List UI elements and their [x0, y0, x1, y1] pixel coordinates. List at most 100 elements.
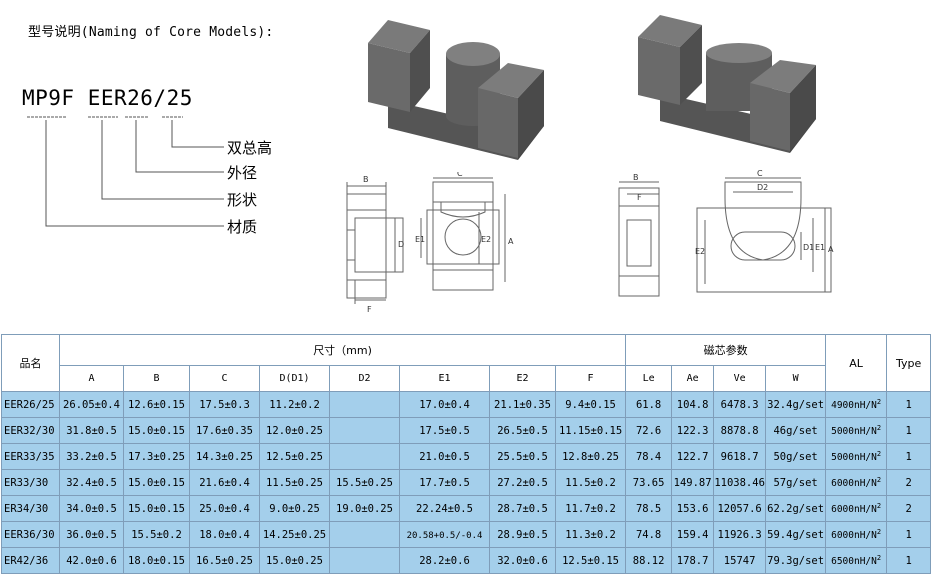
cell-d: 14.25±0.25	[259, 521, 330, 548]
cell-d: 15.0±0.25	[259, 547, 330, 574]
cell-e2: 28.9±0.5	[489, 521, 556, 548]
dim-label-e2: E2	[481, 235, 491, 244]
dim-label-a: A	[508, 237, 514, 246]
cell-type: 1	[886, 547, 931, 574]
cell-e1: 21.0±0.5	[399, 443, 490, 470]
column-header-e1: E1	[399, 365, 490, 392]
cell-d2: 15.5±0.25	[329, 469, 400, 496]
naming-label-height: 双总高	[227, 139, 273, 157]
cell-e2: 21.1±0.35	[489, 391, 556, 418]
cell-ae: 122.7	[671, 443, 715, 470]
column-header-b: B	[123, 365, 190, 392]
cell-e2: 26.5±0.5	[489, 417, 556, 444]
column-header-le: Le	[625, 365, 673, 392]
cell-type: 1	[886, 391, 931, 418]
cell-b: 15.0±0.15	[123, 469, 190, 496]
cell-w: 57g/set	[765, 469, 827, 496]
cell-le: 74.8	[625, 521, 673, 548]
cell-w: 62.2g/set	[765, 495, 827, 522]
cell-c: 17.5±0.3	[189, 391, 260, 418]
cell-e2: 25.5±0.5	[489, 443, 556, 470]
cell-a: 31.8±0.5	[59, 417, 124, 444]
cell-e2: 27.2±0.5	[489, 469, 556, 496]
cell-b: 17.3±0.25	[123, 443, 190, 470]
cell-f: 11.15±0.15	[554, 417, 627, 444]
cell-al: 4900nH/N2	[825, 391, 888, 418]
cell-al: 6000nH/N2	[825, 495, 888, 522]
cell-e2: 28.7±0.5	[489, 495, 556, 522]
cell-e1: 22.24±0.5	[399, 495, 490, 522]
cell-a: 42.0±0.6	[59, 547, 124, 574]
cell-e1: 28.2±0.6	[399, 547, 490, 574]
cell-a: 34.0±0.5	[59, 495, 124, 522]
cell-ve: 12057.6	[713, 495, 767, 522]
cell-a: 32.4±0.5	[59, 469, 124, 496]
cell-d2	[329, 547, 400, 574]
dim-label-e1: E1	[415, 235, 425, 244]
cell-type: 1	[886, 417, 931, 444]
cell-name: EER32/30	[1, 417, 60, 444]
cell-d: 12.0±0.25	[259, 417, 330, 444]
dimension-drawing-round: B F D C E1 E2 A	[346, 172, 514, 314]
cell-ve: 6478.3	[713, 391, 767, 418]
cell-name: EER26/25	[1, 391, 60, 418]
cell-e2: 32.0±0.6	[489, 547, 556, 574]
column-header-ae: Ae	[671, 365, 715, 392]
cell-al: 6000nH/N2	[825, 521, 888, 548]
cell-le: 73.65	[625, 469, 673, 496]
column-header-w: W	[765, 365, 827, 392]
cell-ae: 159.4	[671, 521, 715, 548]
dim-label-d: D	[398, 240, 404, 249]
dim-label-c-right: C	[757, 169, 763, 178]
cell-d2	[329, 391, 400, 418]
cell-ve: 11038.46	[713, 469, 767, 496]
cell-le: 88.12	[625, 547, 673, 574]
dim-label-e2-right: E2	[695, 247, 705, 256]
cell-e1: 17.7±0.5	[399, 469, 490, 496]
dimension-drawing-oval: B F C D2 D1 E1 E2 A	[618, 169, 834, 297]
cell-name: EER33/35	[1, 443, 60, 470]
cell-ae: 122.3	[671, 417, 715, 444]
cell-type: 1	[886, 443, 931, 470]
cell-ve: 8878.8	[713, 417, 767, 444]
cell-f: 11.7±0.2	[554, 495, 627, 522]
cell-type: 2	[886, 495, 931, 522]
cell-al: 5000nH/N2	[825, 443, 888, 470]
cell-b: 15.0±0.15	[123, 495, 190, 522]
cell-ae: 149.87	[671, 469, 715, 496]
column-header-f: F	[554, 365, 627, 392]
cell-w: 79.3g/set	[765, 547, 827, 574]
cell-le: 78.5	[625, 495, 673, 522]
cell-b: 15.0±0.15	[123, 417, 190, 444]
column-header-ve: Ve	[713, 365, 767, 392]
cell-a: 33.2±0.5	[59, 443, 124, 470]
cell-a: 26.05±0.4	[59, 391, 124, 418]
cell-name: EER36/30	[1, 521, 60, 548]
cell-type: 2	[886, 469, 931, 496]
cell-name: ER34/30	[1, 495, 60, 522]
cell-w: 59.4g/set	[765, 521, 827, 548]
cell-d: 12.5±0.25	[259, 443, 330, 470]
column-header-d2: D2	[329, 365, 400, 392]
naming-label-shape: 形状	[227, 191, 258, 209]
cell-d: 11.2±0.2	[259, 391, 330, 418]
cell-d: 11.5±0.25	[259, 469, 330, 496]
cell-type: 1	[886, 521, 931, 548]
dim-label-e1-right: E1	[815, 243, 825, 252]
header-core-params: 磁芯参数	[625, 334, 827, 366]
cell-f: 12.8±0.25	[554, 443, 627, 470]
cell-d2	[329, 443, 400, 470]
column-header-a: A	[59, 365, 124, 392]
cell-c: 14.3±0.25	[189, 443, 260, 470]
cell-a: 36.0±0.5	[59, 521, 124, 548]
cell-e1: 20.58+0.5/-0.4	[399, 521, 490, 548]
cell-ae: 104.8	[671, 391, 715, 418]
naming-label-diameter: 外径	[227, 164, 258, 182]
dim-label-d1-right: D1	[803, 243, 814, 252]
